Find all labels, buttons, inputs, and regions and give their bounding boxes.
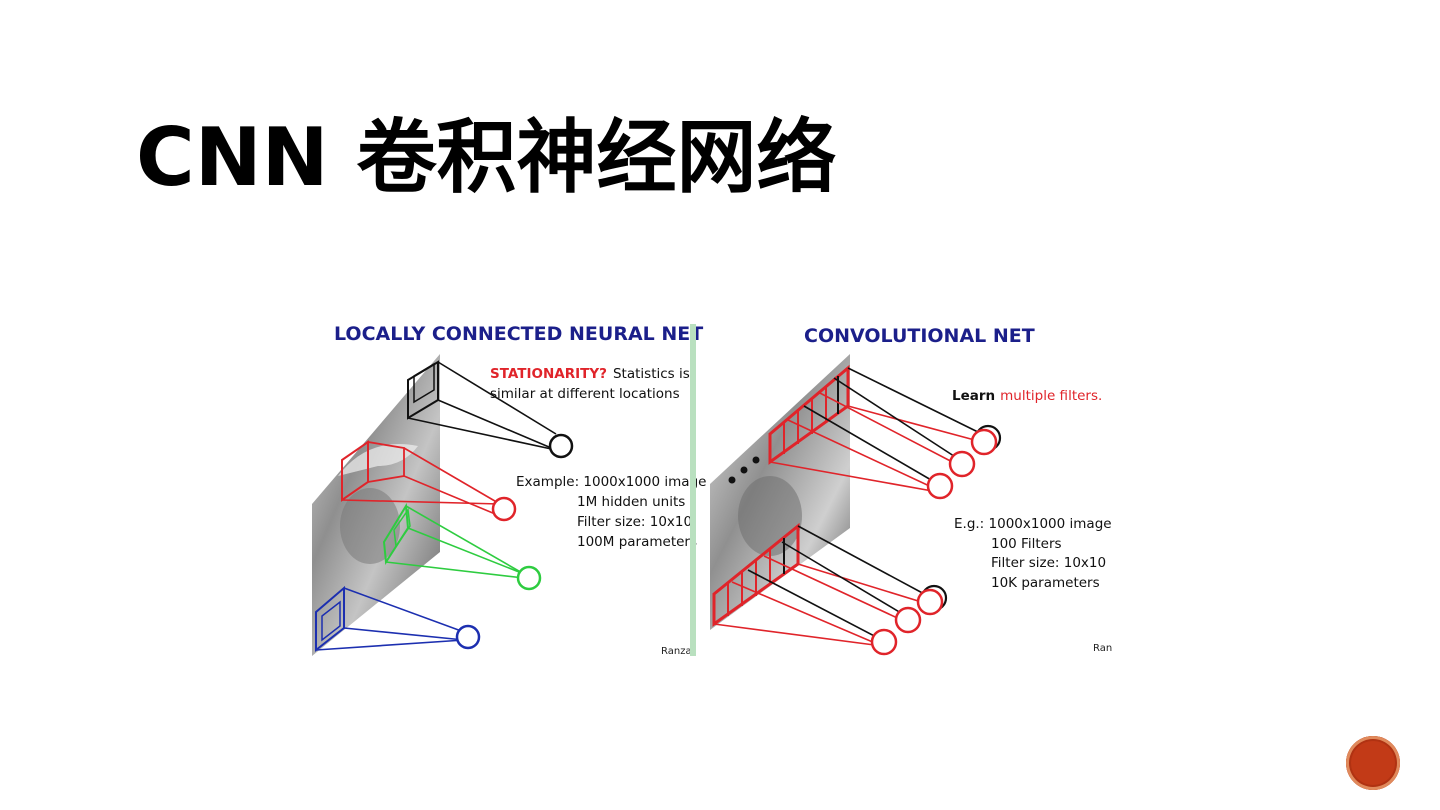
- right-panel: CONVOLUTIONAL NET: [710, 325, 1112, 656]
- cnn-diagram: LOCALLY CONNECTED NEURAL NET: [312, 323, 1112, 657]
- hair-shading: [338, 444, 418, 476]
- neuron-red: [491, 496, 517, 522]
- left-panel-heading: LOCALLY CONNECTED NEURAL NET: [334, 323, 703, 345]
- face-shading-right: [738, 476, 802, 556]
- right-example-line-1: E.g.: 1000x1000 image: [954, 516, 1112, 532]
- left-panel: LOCALLY CONNECTED NEURAL NET: [312, 323, 706, 657]
- neuron-upper-2: [948, 450, 976, 478]
- ellipsis-dot-3: [752, 456, 760, 464]
- left-credit: Ranza: [661, 646, 692, 657]
- right-panel-heading: CONVOLUTIONAL NET: [804, 325, 1035, 347]
- left-example-line-1: Example: 1000x1000 image: [516, 474, 706, 490]
- stationarity-line-2: similar at different locations: [490, 386, 680, 402]
- neuron-lower-1: [916, 588, 944, 616]
- neuron-upper-1: [970, 428, 998, 456]
- right-example-line-2: 100 Filters: [991, 536, 1062, 552]
- circle-badge-icon[interactable]: [1346, 736, 1400, 790]
- neuron-upper-3: [926, 472, 954, 500]
- filter-stack-upper: [768, 364, 1002, 500]
- ellipsis-dot-1: [728, 476, 736, 484]
- slide-title: CNN 卷积神经网络: [136, 111, 837, 204]
- stationarity-line-1: STATIONARITY?Statistics is: [490, 366, 690, 382]
- ellipsis-dot-2: [740, 466, 748, 474]
- left-example-line-4: 100M parameters: [577, 534, 697, 550]
- panel-divider: [690, 324, 696, 656]
- filter-stack-lower: [712, 522, 948, 656]
- filter-black: [407, 360, 574, 459]
- neuron-green: [516, 565, 542, 591]
- right-credit: Ran: [1093, 643, 1112, 654]
- neuron-black: [548, 433, 574, 459]
- neuron-lower-2: [894, 606, 922, 634]
- filter-red: [341, 440, 517, 522]
- left-example-line-2: 1M hidden units: [577, 494, 685, 510]
- right-example-line-4: 10K parameters: [991, 575, 1100, 591]
- cnn-figure: LOCALLY CONNECTED NEURAL NET: [308, 316, 1120, 660]
- left-example-line-3: Filter size: 10x10: [577, 514, 692, 530]
- filter-green: [382, 502, 542, 591]
- right-example-line-3: Filter size: 10x10: [991, 555, 1106, 571]
- neuron-lower-3: [870, 628, 898, 656]
- filter-blue: [315, 585, 481, 653]
- neuron-blue: [455, 624, 481, 650]
